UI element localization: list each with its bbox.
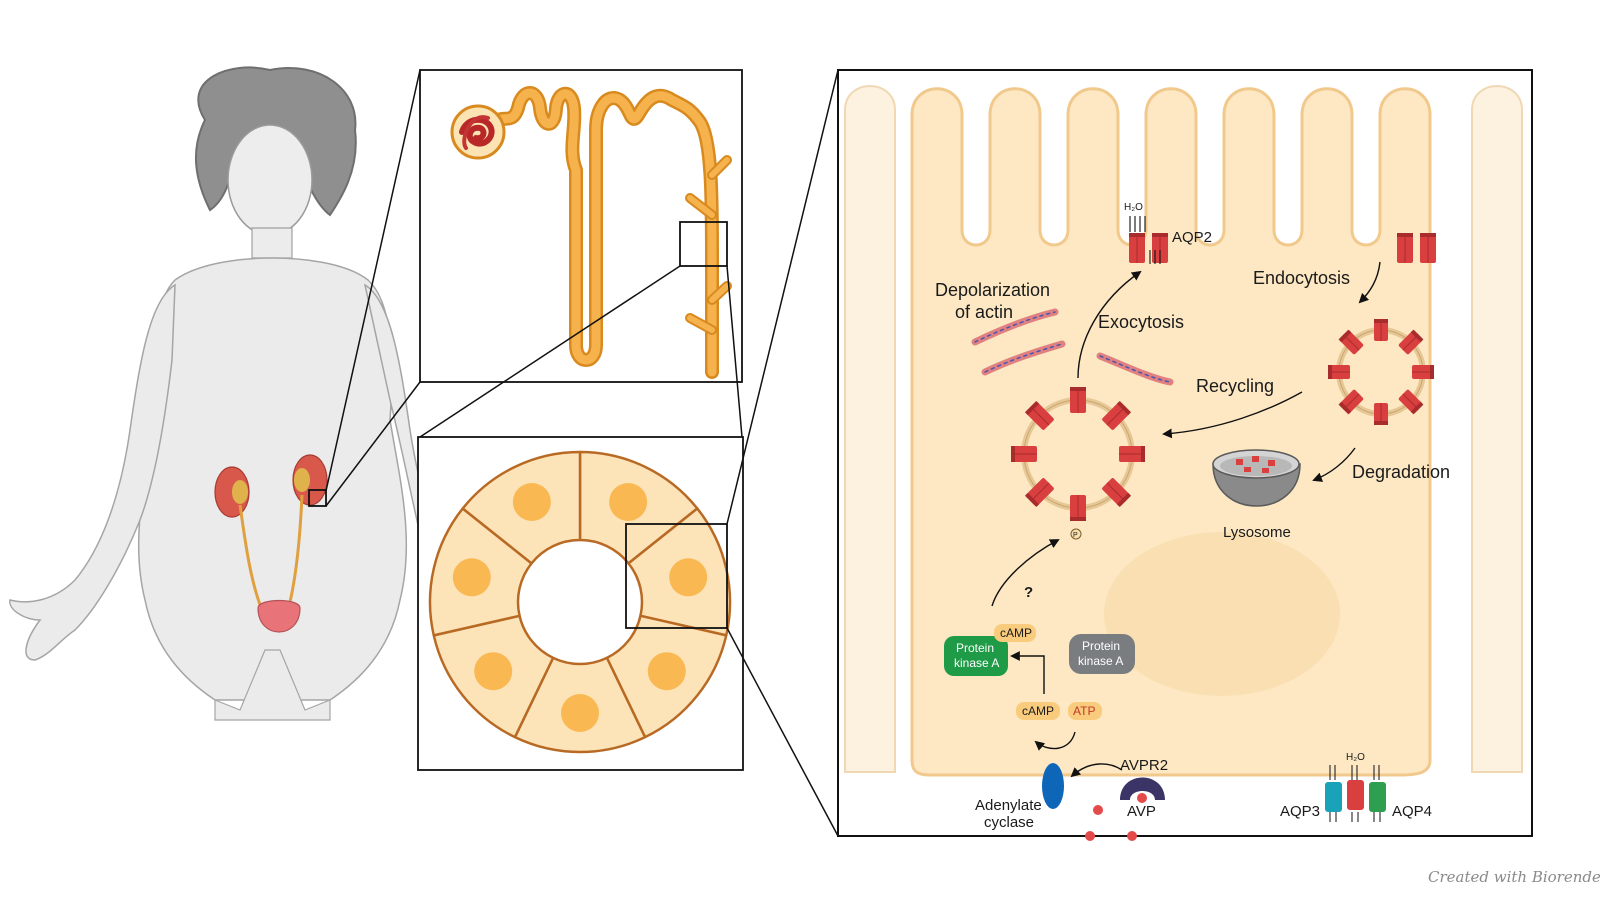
adenylate-label-line1: Adenylate — [975, 797, 1042, 814]
camp-badge: cAMP — [1016, 702, 1060, 720]
avpr2-receptor-icon — [1120, 777, 1165, 800]
aquaporin-channel-icon — [1338, 329, 1364, 355]
svg-text:Protein: Protein — [1082, 639, 1120, 653]
cell-nucleus — [452, 558, 491, 597]
duct-cross-section-panel — [417, 436, 744, 771]
water-flow-arrows-top — [1129, 216, 1161, 264]
aqp2-apical-channel — [1129, 233, 1168, 263]
pathway-arrows — [991, 261, 1381, 778]
aqp3-aqp4-channels — [1325, 765, 1386, 822]
h2o-top-label: H₂O — [1124, 202, 1143, 213]
nephron-panel — [419, 69, 743, 383]
exocytosis-label: Exocytosis — [1098, 312, 1184, 332]
aquaporin-channel-icon — [1338, 389, 1364, 415]
unknown-step-label: ? — [1024, 584, 1033, 601]
nucleus — [1104, 532, 1340, 696]
aquaporin-channel-icon — [1102, 400, 1132, 430]
degradation-label: Degradation — [1352, 462, 1450, 482]
epithelial-ring — [428, 450, 732, 754]
aquaporin-channel-icon — [1102, 478, 1132, 508]
endocytosis-label: Endocytosis — [1253, 268, 1350, 288]
aquaporin-channel-icon — [1374, 403, 1388, 425]
aquaporin-channel-icon — [1070, 495, 1086, 521]
aquaporin-channel-icon — [1129, 233, 1145, 263]
pka-active-badge: Protein kinase A — [944, 636, 1008, 676]
aquaporin-channel-icon — [1374, 319, 1388, 341]
cell-nucleus — [669, 558, 708, 597]
adenylate-label-line2: cyclase — [984, 814, 1034, 831]
aquaporin-channel-icon — [1397, 233, 1413, 263]
nephron-icon — [483, 86, 732, 379]
aqp4-label: AQP4 — [1392, 803, 1432, 820]
aqp2-storage-vesicle — [1011, 387, 1145, 521]
cell-nucleus — [474, 652, 513, 691]
avp-molecules — [1085, 805, 1137, 841]
human-figure-icon — [9, 66, 431, 721]
principal-cell-detail-panel — [837, 69, 1533, 837]
svg-text:ATP: ATP — [1073, 704, 1095, 718]
depolarization-label-line1: Depolarization — [935, 280, 1050, 300]
camp-bound-badge: cAMP — [994, 624, 1036, 642]
svg-text:cAMP: cAMP — [1022, 704, 1054, 718]
aqp2-endocytic-vesicle — [1328, 319, 1434, 425]
aquaporin-channel-icon — [1011, 446, 1037, 462]
lysosome-bowl-icon — [1212, 449, 1301, 507]
cell-nucleus — [561, 694, 599, 732]
pka-inactive-badge: Protein kinase A — [1069, 634, 1135, 674]
aquaporin-channel-icon — [1398, 389, 1424, 415]
cell-nucleus — [512, 482, 551, 521]
lysosome-label: Lysosome — [1223, 524, 1291, 541]
aquaporin-channel-icon — [1119, 446, 1145, 462]
aqp2-label: AQP2 — [1172, 229, 1212, 246]
phospho-tag: P — [1073, 532, 1078, 539]
aqp3-label: AQP3 — [1280, 803, 1320, 820]
aqp2-endocytosis-channel — [1397, 233, 1436, 263]
aquaporin-channel-icon — [1328, 365, 1350, 379]
h2o-bottom-label: H₂O — [1346, 752, 1365, 763]
cell-nucleus — [647, 652, 686, 691]
cell-nucleus — [609, 482, 648, 521]
atp-badge: ATP — [1068, 702, 1102, 720]
avpr2-label: AVPR2 — [1120, 757, 1168, 774]
actin-filament-icon — [971, 308, 1174, 386]
avp-label: AVP — [1127, 803, 1156, 820]
svg-text:kinase A: kinase A — [1078, 654, 1123, 668]
glomerulus-icon — [450, 104, 506, 160]
aquaporin-channel-icon — [1412, 365, 1434, 379]
biorender-credit: Created with Biorender — [1428, 868, 1600, 886]
kidney-icon — [214, 454, 328, 518]
aquaporin-channel-icon — [1070, 387, 1086, 413]
aquaporin-channel-icon — [1024, 400, 1054, 430]
depolarization-label-line2: of actin — [955, 302, 1013, 322]
svg-text:cAMP: cAMP — [1000, 626, 1032, 640]
aquaporin-channel-icon — [1398, 329, 1424, 355]
svg-text:Protein: Protein — [956, 641, 994, 655]
aquaporin-channel-icon — [1024, 478, 1054, 508]
adenylate-cyclase-icon — [1042, 763, 1064, 809]
recycling-label: Recycling — [1196, 376, 1274, 396]
aquaporin-channel-icon — [1420, 233, 1436, 263]
svg-text:kinase A: kinase A — [954, 656, 999, 670]
